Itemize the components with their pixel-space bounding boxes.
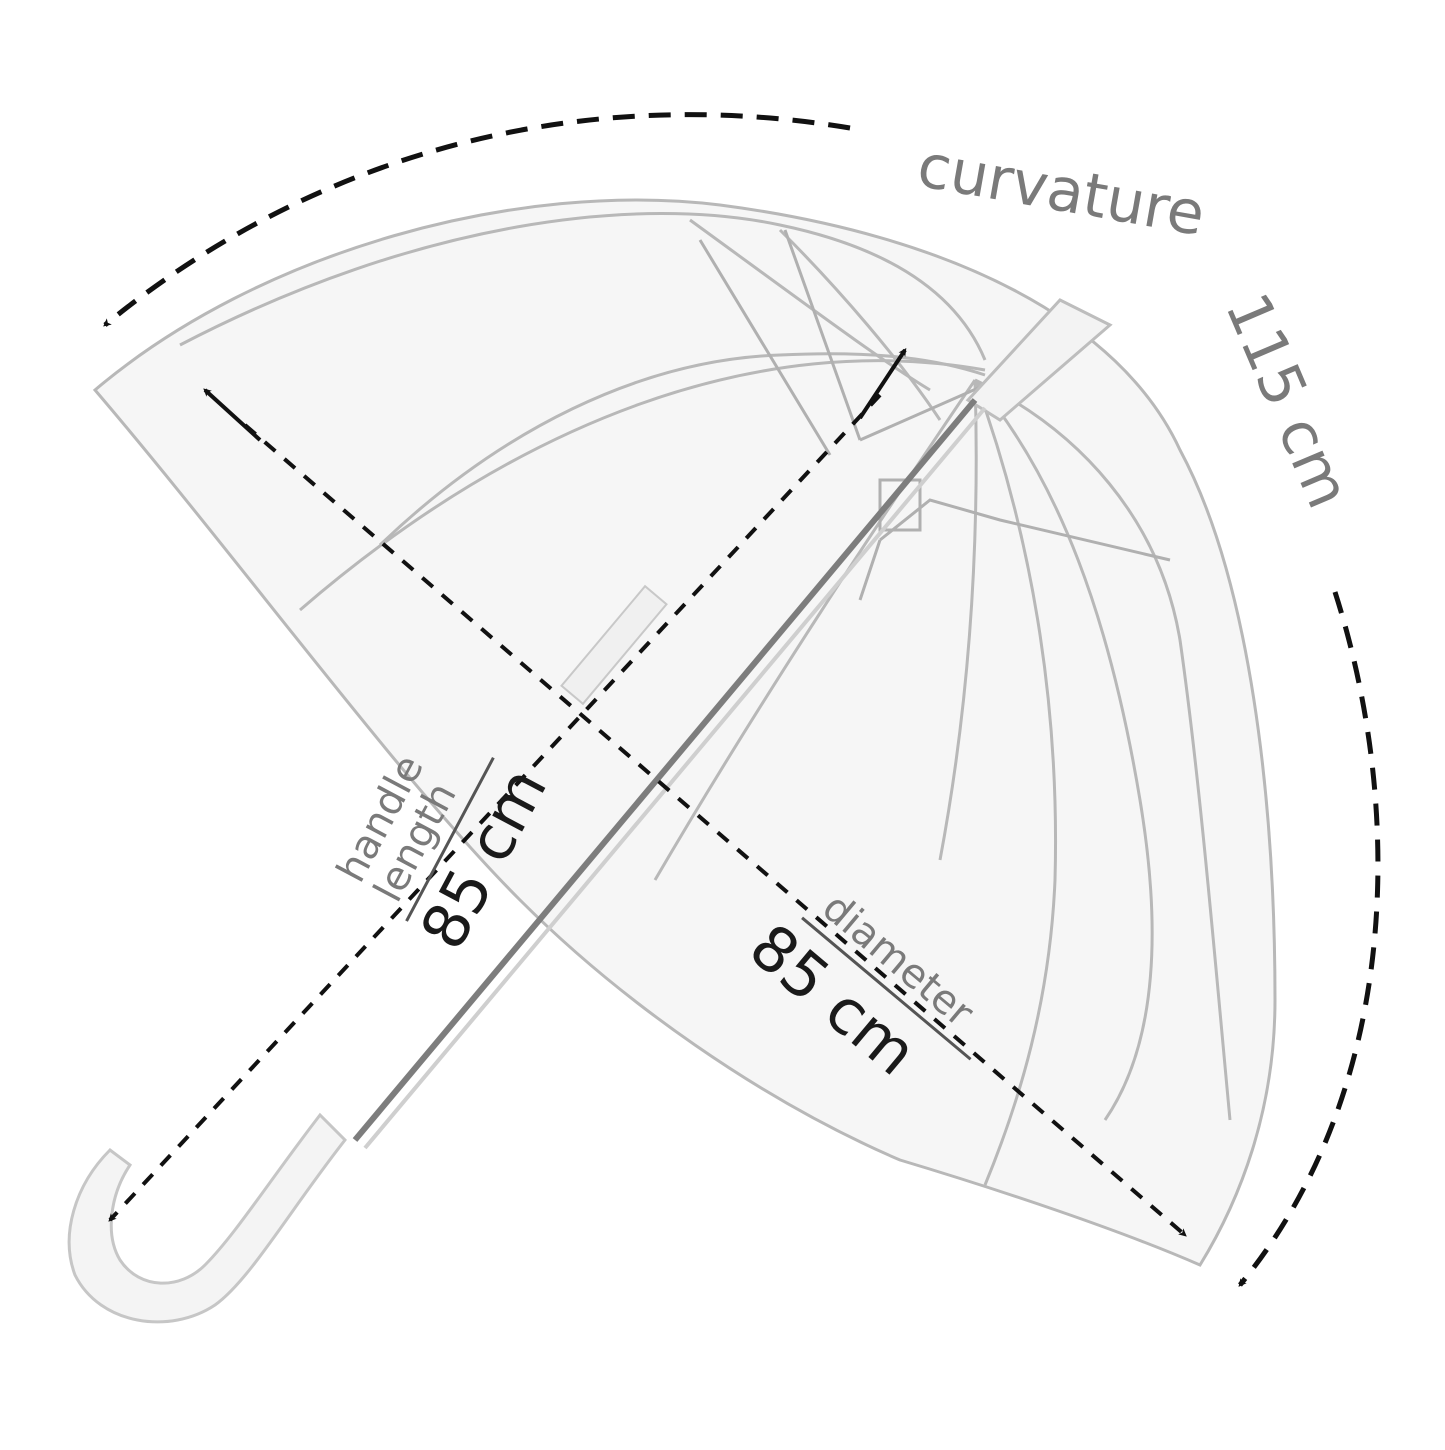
handle-length-arrow-tip <box>858 347 907 420</box>
curvature-arrow-top <box>103 112 851 327</box>
umbrella-tip <box>965 298 1113 422</box>
diameter-label-underline <box>801 916 972 1061</box>
curvature-value: 115 cm <box>1211 284 1363 518</box>
umbrella-handle <box>67 1112 348 1324</box>
curvature-arrow-right <box>1238 591 1381 1287</box>
umbrella-frame <box>698 229 1171 601</box>
umbrella-ribs <box>179 212 1232 1186</box>
curvature-label: curvature <box>912 131 1210 250</box>
handle-length-arrow <box>108 393 882 1222</box>
umbrella-shaft <box>352 398 987 1150</box>
handle-label-underline <box>405 757 495 922</box>
umbrella-canopy <box>92 198 1277 1267</box>
diameter-arrow-start <box>203 388 262 442</box>
umbrella-illustration <box>67 198 1277 1324</box>
